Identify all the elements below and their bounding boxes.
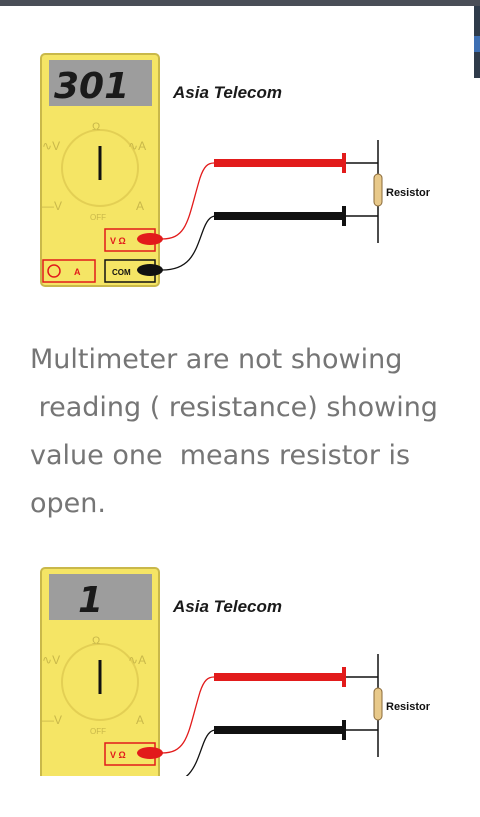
black-wire: [185, 729, 217, 776]
black-probe: [214, 212, 342, 220]
port-com-label: COM: [112, 268, 131, 277]
red-wire: [161, 676, 215, 754]
red-probe: [214, 159, 342, 167]
dial-adc-label: A: [136, 199, 144, 213]
ac-wave-icon: ∿: [128, 653, 138, 667]
lcd-display: [49, 574, 152, 620]
red-plug: [137, 233, 163, 245]
dial-vdc-label: —V: [42, 199, 62, 213]
dial-ohm-label: Ω: [92, 121, 100, 133]
top-bar: [0, 0, 480, 6]
resistor-label: Resistor: [386, 187, 431, 199]
dial-off-label: OFF: [90, 213, 106, 222]
resistor-icon: [373, 173, 383, 207]
scrollbar[interactable]: [474, 6, 480, 78]
black-wire: [161, 215, 217, 271]
red-wire: [161, 162, 215, 240]
diagram-svg: 1 Ω ∿V ∿A —V A OFF V Ω Resistor Asia Tel…: [40, 567, 431, 776]
brand-label: Asia Telecom: [172, 83, 282, 102]
dial-aac-text: A: [138, 653, 146, 667]
scrollbar-thumb[interactable]: [474, 36, 480, 52]
ac-wave-icon: ∿: [42, 139, 52, 153]
multimeter-diagram-1: 1 Ω ∿V ∿A —V A OFF V Ω Resistor Asia Tel…: [28, 562, 480, 776]
dial-vac-text: V: [52, 139, 60, 153]
dial-ring: [61, 129, 139, 207]
dc-line-icon: —: [42, 713, 54, 727]
port-volt-ohm-label: V Ω: [110, 750, 126, 760]
dial-vdc-text: V: [54, 199, 62, 213]
caption-line: value one means resistor is: [30, 440, 411, 471]
dial-adc-label: A: [136, 713, 144, 727]
resistor-icon: [373, 687, 383, 721]
display-reading: 301: [54, 66, 129, 107]
caption-line: open.: [30, 488, 106, 519]
black-probe: [214, 726, 342, 734]
diagram-svg: 301 Ω ∿V ∿A —V A OFF V Ω A COM Resistor: [40, 53, 431, 287]
dial-off-label: OFF: [90, 727, 106, 736]
dial-aac-text: A: [138, 139, 146, 153]
caption-line: Multimeter are not showing: [30, 344, 403, 375]
dial-aac-label: ∿A: [128, 653, 146, 667]
lcd-display: [49, 60, 152, 106]
multimeter-diagram-301: 301 Ω ∿V ∿A —V A OFF V Ω A COM Resistor: [28, 48, 480, 298]
dial-aac-label: ∿A: [128, 139, 146, 153]
dial-vac-text: V: [52, 653, 60, 667]
port-volt-ohm-label: V Ω: [110, 236, 126, 246]
black-probe-guard: [342, 720, 346, 740]
dial-vac-label: ∿V: [42, 653, 60, 667]
ac-wave-icon: ∿: [42, 653, 52, 667]
port-amp-label: A: [74, 267, 81, 277]
dial-vac-label: ∿V: [42, 139, 60, 153]
port-amp[interactable]: [42, 259, 96, 283]
display-reading: 1: [78, 580, 103, 621]
dial-vdc-text: V: [54, 713, 62, 727]
black-plug: [137, 264, 163, 276]
red-probe-guard: [342, 153, 346, 173]
brand-label: Asia Telecom: [172, 597, 282, 616]
ac-wave-icon: ∿: [128, 139, 138, 153]
resistor-label: Resistor: [386, 701, 431, 713]
black-probe-guard: [342, 206, 346, 226]
red-probe-guard: [342, 667, 346, 687]
red-probe: [214, 673, 342, 681]
dial-vdc-label: —V: [42, 713, 62, 727]
dial-ohm-label: Ω: [92, 635, 100, 647]
port-amp-socket-icon: [47, 264, 61, 278]
caption-line: reading ( resistance) showing: [30, 392, 438, 423]
dial-ring: [61, 643, 139, 721]
red-plug: [137, 747, 163, 759]
dc-line-icon: —: [42, 199, 54, 213]
caption: Multimeter are not showing reading ( res…: [30, 336, 460, 528]
